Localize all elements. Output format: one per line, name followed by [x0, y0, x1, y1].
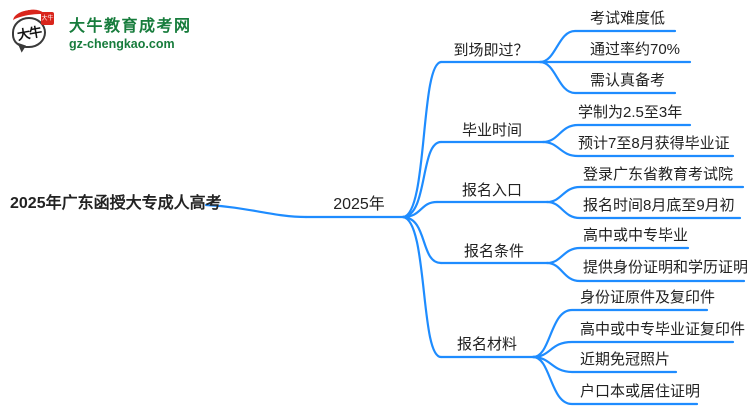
- leaf-node: 登录广东省教育考试院: [583, 166, 734, 183]
- center-node-2025: 2025年: [333, 196, 385, 213]
- leaf-node: 高中或中专毕业证复印件: [580, 321, 746, 338]
- leaf-node: 身份证原件及复印件: [580, 289, 716, 306]
- connector-branch5-leaf1: [531, 308, 709, 359]
- root-node: 2025年广东函授大专成人高考: [10, 195, 222, 212]
- leaf-node: 考试难度低: [590, 10, 666, 27]
- branch-node-registration-requirements: 报名条件: [463, 243, 524, 260]
- site-logo: 大牛 大牛 大牛教育成考网 gz-chengkao.com: [10, 7, 192, 54]
- leaf-node: 通过率约70%: [590, 41, 681, 58]
- logo-mark-text: 大牛: [16, 24, 43, 43]
- connector-branch5-leaf4: [531, 355, 699, 406]
- connector-hub-branch4: [401, 215, 443, 265]
- leaf-node: 提供身份证明和学历证明: [583, 259, 749, 276]
- logo-bubble-tail: [14, 42, 27, 54]
- connector-root-to-center: [204, 203, 308, 219]
- connector-branch2-leaf2: [541, 140, 735, 158]
- leaf-node: 近期免冠照片: [580, 351, 671, 368]
- logo-seal-icon: 大牛: [41, 12, 54, 25]
- leaf-node: 预计7至8月获得毕业证: [578, 135, 730, 152]
- branch-node-registration-entry: 报名入口: [461, 182, 522, 199]
- branch-node-graduation-time: 毕业时间: [461, 122, 522, 139]
- logo-speech-bubble-icon: 大牛: [12, 17, 46, 48]
- site-name: 大牛教育成考网: [69, 17, 192, 35]
- leaf-node: 需认真备考: [590, 72, 666, 89]
- connector-hub-branch5: [401, 215, 443, 359]
- logo-bull-mark: 大牛 大牛: [10, 7, 62, 54]
- connector-branch4-leaf2: [545, 261, 746, 283]
- logo-text-block: 大牛教育成考网 gz-chengkao.com: [69, 12, 192, 51]
- connector-branch1-leaf3: [538, 60, 677, 95]
- leaf-node: 报名时间8月底至9月初: [583, 197, 735, 214]
- leaf-node: 户口本或居住证明: [580, 383, 701, 400]
- branch-node-registration-materials: 报名材料: [456, 336, 517, 353]
- leaf-node: 高中或中专毕业: [583, 227, 689, 244]
- site-domain: gz-chengkao.com: [69, 36, 175, 51]
- connector-hub-branch1: [401, 60, 443, 219]
- branch-node-pass-by-attending: 到场即过？: [453, 42, 529, 59]
- connector-branch3-leaf2: [545, 200, 742, 220]
- leaf-node: 学制为2.5至3年: [578, 104, 683, 121]
- connector-hub-branch2: [401, 140, 443, 219]
